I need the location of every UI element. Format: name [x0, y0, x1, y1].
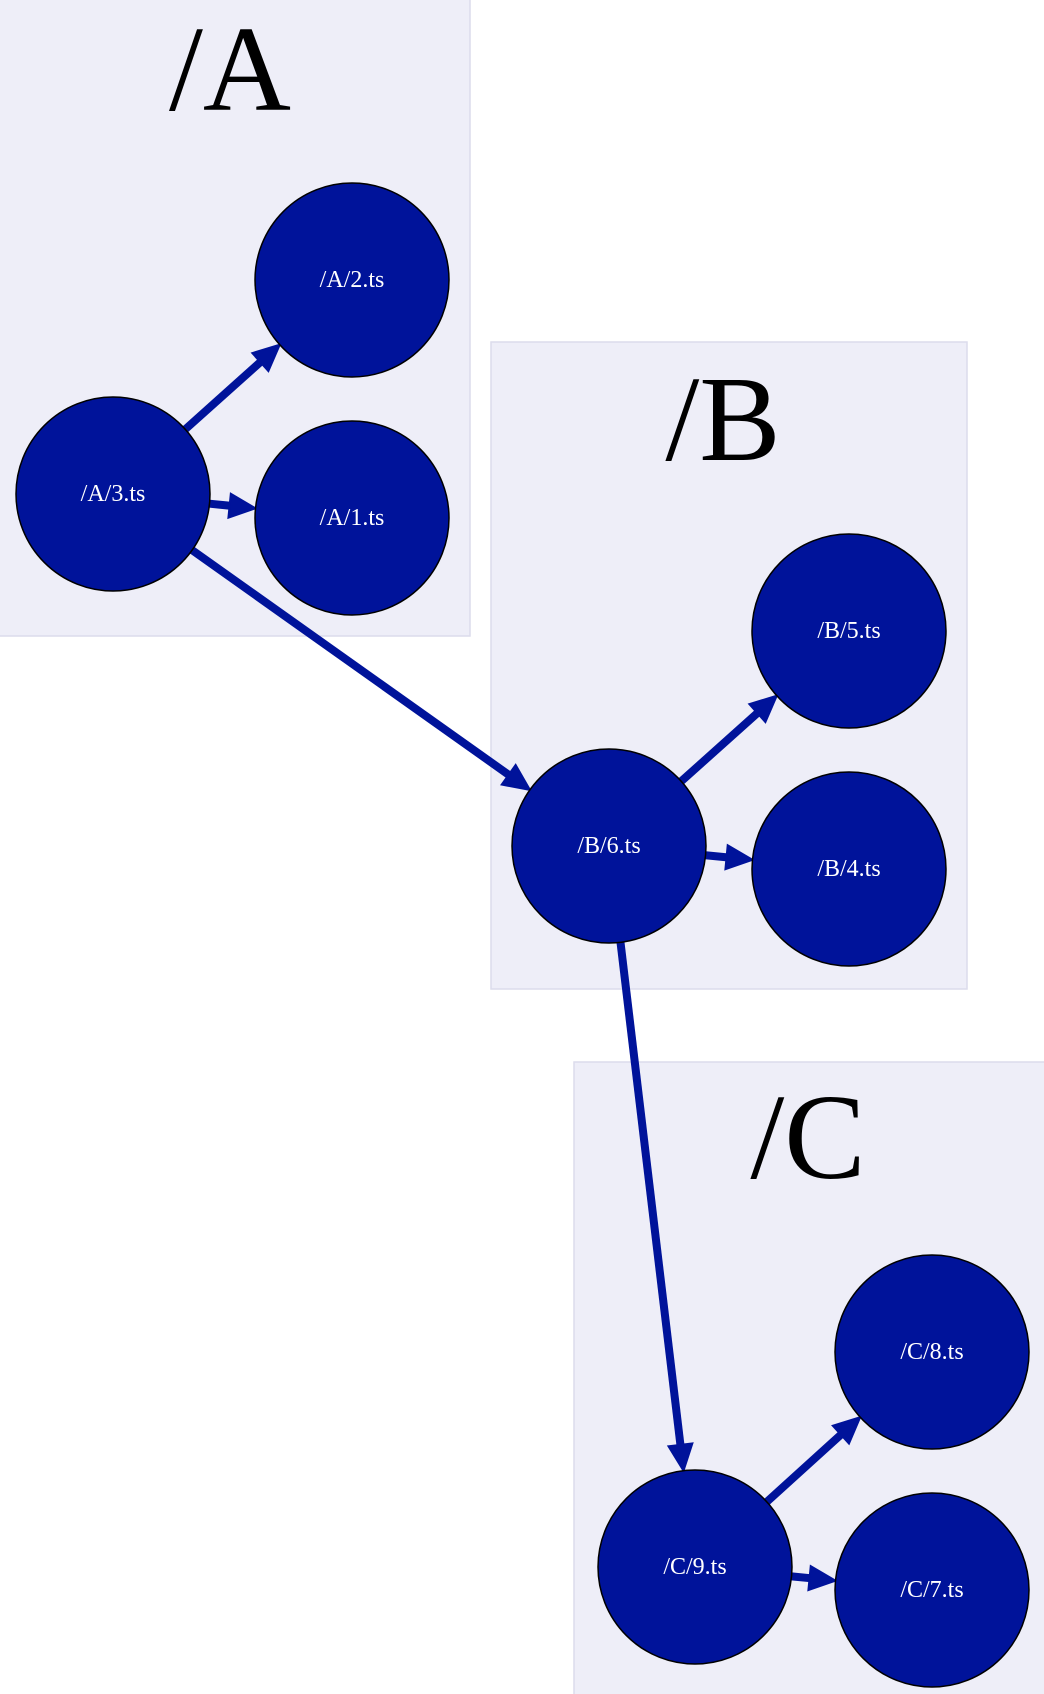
- arrowhead: [666, 1442, 694, 1474]
- cluster-label: /C: [750, 1070, 865, 1205]
- edge-c9-to-c7: [791, 1564, 838, 1592]
- node-label: /B/4.ts: [817, 856, 880, 882]
- arrowhead: [227, 492, 258, 520]
- edge-layer: [182, 343, 862, 1592]
- edge-a3-to-a2: [182, 343, 282, 433]
- node-label: /C/9.ts: [663, 1554, 726, 1580]
- node-circle[interactable]: [254, 420, 450, 616]
- node-circle[interactable]: [597, 1469, 793, 1665]
- node-c9[interactable]: /C/9.ts: [597, 1469, 793, 1665]
- edge-a3-to-a1: [209, 492, 258, 520]
- node-b6[interactable]: /B/6.ts: [511, 748, 707, 944]
- edge-line: [705, 851, 729, 862]
- node-label: /A/1.ts: [320, 505, 385, 531]
- node-a2[interactable]: /A/2.ts: [254, 182, 450, 378]
- edge-c9-to-c8: [764, 1415, 862, 1505]
- node-b4[interactable]: /B/4.ts: [751, 771, 947, 967]
- node-a1[interactable]: /A/1.ts: [254, 420, 450, 616]
- edge-line: [189, 546, 513, 780]
- node-label: /B/6.ts: [577, 833, 640, 859]
- node-circle[interactable]: [511, 748, 707, 944]
- node-c8[interactable]: /C/8.ts: [834, 1254, 1030, 1450]
- arrowhead: [250, 343, 282, 373]
- cluster-label: /A: [169, 2, 291, 137]
- node-layer: /A/3.ts/A/2.ts/A/1.ts/B/6.ts/B/5.ts/B/4.…: [15, 182, 1030, 1688]
- node-circle[interactable]: [834, 1254, 1030, 1450]
- node-circle[interactable]: [15, 396, 211, 592]
- edge-line: [764, 1430, 846, 1505]
- node-b5[interactable]: /B/5.ts: [751, 533, 947, 729]
- node-a3[interactable]: /A/3.ts: [15, 396, 211, 592]
- arrowhead: [500, 763, 532, 792]
- edge-b6-to-c9: [616, 941, 694, 1474]
- arrowhead: [807, 1564, 838, 1592]
- cluster-label: /B: [665, 352, 780, 487]
- edge-line: [616, 941, 685, 1448]
- arrowhead: [831, 1415, 862, 1446]
- node-circle[interactable]: [254, 182, 450, 378]
- edge-a3-to-b6: [189, 546, 532, 792]
- edge-b6-to-b4: [705, 843, 755, 871]
- edge-b6-to-b5: [678, 694, 779, 785]
- node-label: /B/5.ts: [817, 618, 880, 644]
- node-circle[interactable]: [751, 533, 947, 729]
- node-label: /C/7.ts: [900, 1577, 963, 1603]
- node-c7[interactable]: /C/7.ts: [834, 1492, 1030, 1688]
- edge-line: [791, 1572, 812, 1583]
- edge-line: [209, 499, 233, 510]
- edge-line: [678, 708, 762, 785]
- node-label: /A/2.ts: [320, 267, 385, 293]
- node-label: /C/8.ts: [900, 1339, 963, 1365]
- node-circle[interactable]: [834, 1492, 1030, 1688]
- arrowhead: [724, 843, 755, 871]
- node-label: /A/3.ts: [81, 481, 146, 507]
- arrowhead: [747, 694, 779, 724]
- edge-line: [182, 357, 265, 433]
- node-circle[interactable]: [751, 771, 947, 967]
